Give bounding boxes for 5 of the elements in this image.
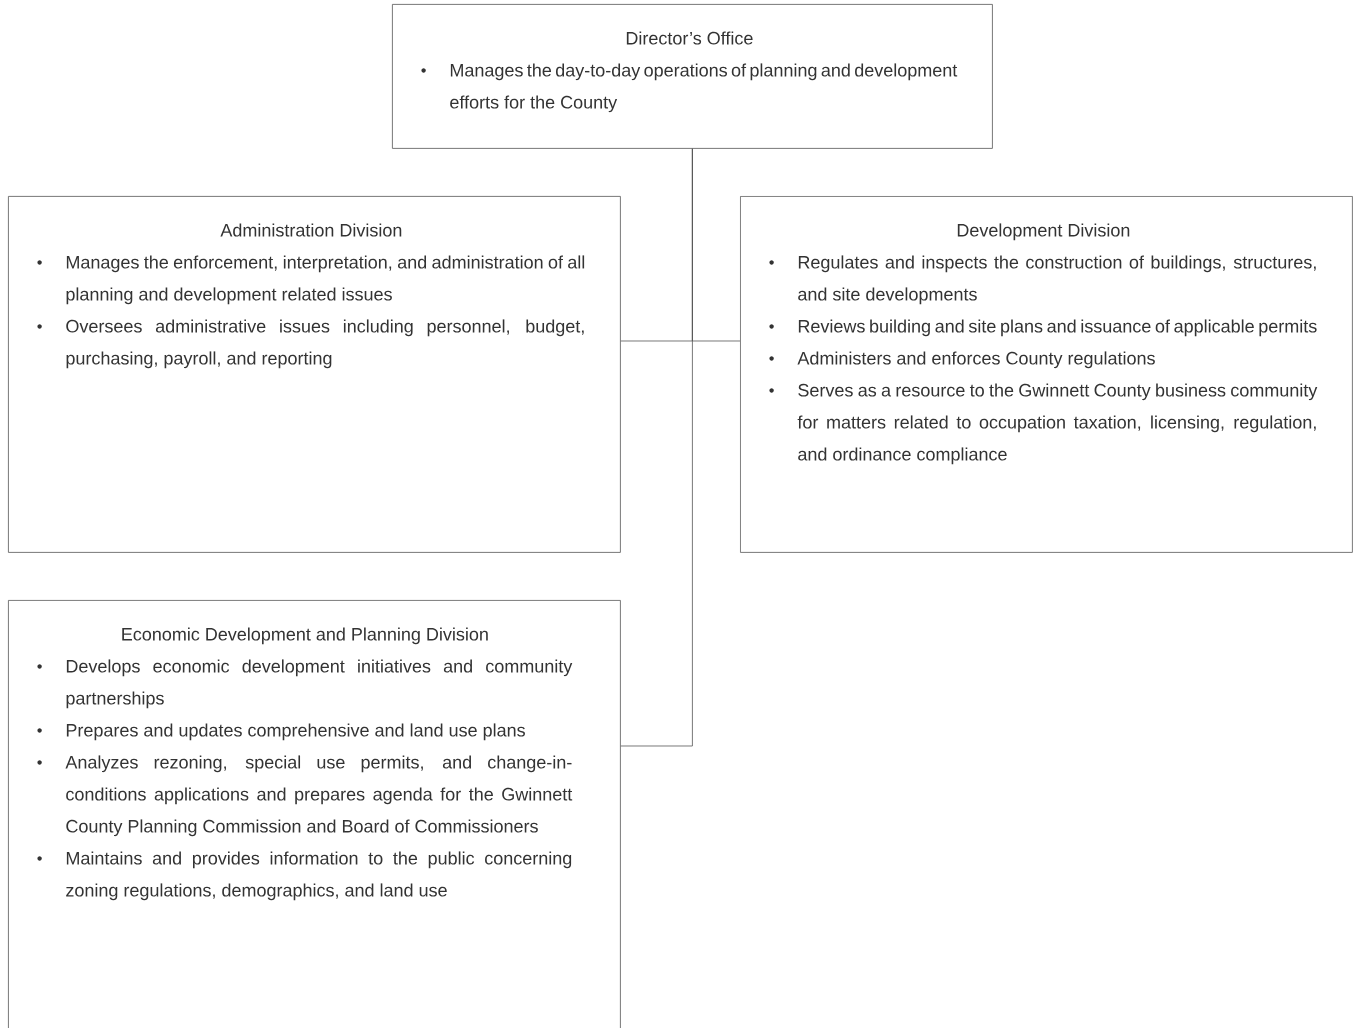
division-box: Development Division Regulates and inspects the construction of buildings, structures, and site developments Reviews building and site plans and issuance of applicable permits Administers and enforces County regulations Serves as a resource to the Gwinnett County business community for matters related to occupation taxation, licensing, regulation, and ordinance compliance: [740, 196, 1353, 553]
division-box: Economic Development and Planning Division Develops economic development initiatives and community partnerships Prepares and updates comprehensive and land use plans Analyzes rezoning, special use permits, and change-in-conditions applications and prepares agenda for the Gwinnett County Planning Commission and Board of Commissioners Maintains and provides information to the public concerning zoning regulations, demographics, and land use: [8, 600, 621, 1028]
connector-line: [620, 148, 693, 747]
division-box: Administration Division Manages the enforcement, interpretation, and administration of all planning and development related issues Oversees administrative issues including personnel, budget, purchasing, payroll, and reporting: [8, 196, 621, 553]
division-box: Director’s Office Manages the day-to-day operations of planning and development efforts for the County: [392, 4, 993, 149]
